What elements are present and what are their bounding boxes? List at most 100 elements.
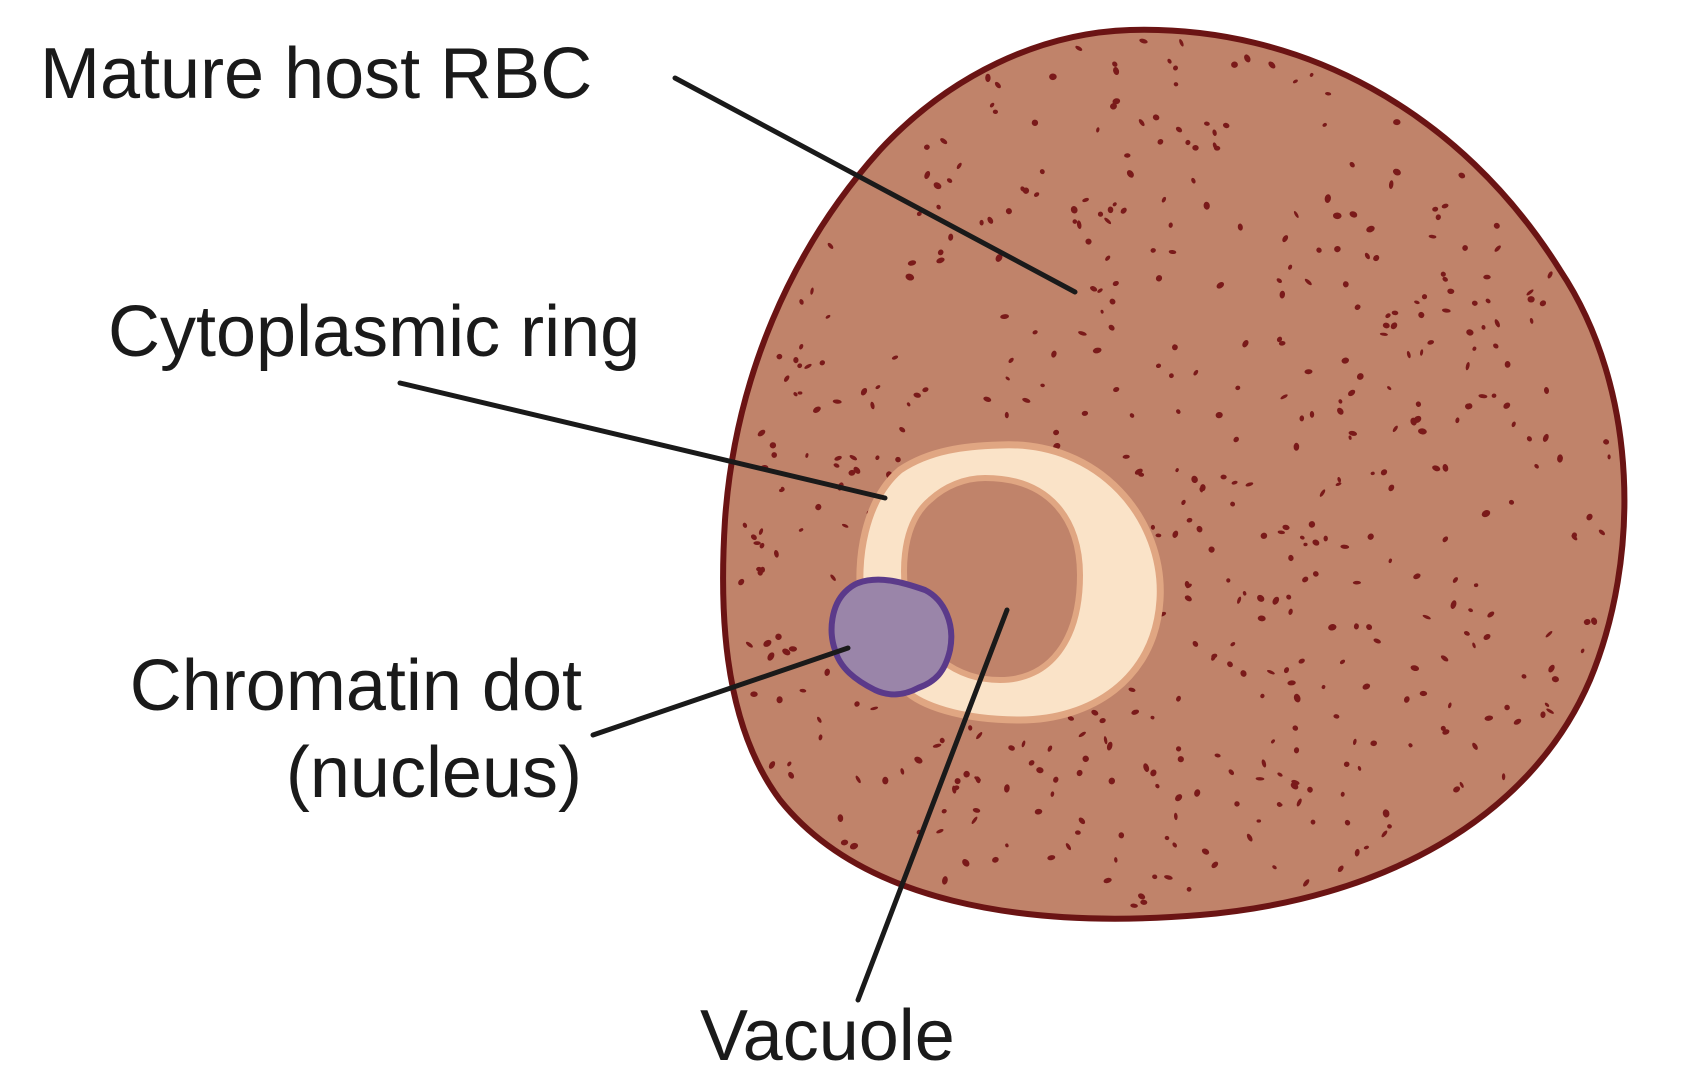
stipple-dot (932, 743, 942, 748)
stipple-dot (1466, 329, 1474, 336)
stipple-dot (1299, 415, 1305, 422)
stipple-dot (1303, 542, 1308, 547)
stipple-dot (1485, 298, 1491, 304)
stipple-dot (1440, 655, 1449, 662)
stipple-dot (819, 360, 826, 366)
stipple-dot (1085, 238, 1092, 245)
stipple-dot (992, 109, 998, 115)
stipple-dot (1382, 809, 1390, 818)
stipple-dot (1413, 573, 1421, 580)
stipple-dot (1108, 324, 1115, 331)
stipple-dot (1212, 129, 1217, 136)
stipple-dot (1598, 529, 1606, 536)
stipple-dot (1184, 581, 1190, 588)
stipple-dot (1177, 756, 1184, 763)
stipple-dot (757, 569, 763, 576)
stipple-dot (1494, 319, 1500, 328)
stipple-dot (1103, 736, 1108, 745)
stipple-dot (1341, 357, 1350, 364)
stipple-dot (1363, 845, 1370, 850)
stipple-dot (1050, 791, 1055, 797)
stipple-dot (1278, 340, 1286, 346)
stipple-dot (1112, 61, 1118, 67)
stipple-dot (1138, 119, 1145, 127)
stipple-dot (1493, 343, 1499, 349)
stipple-dot (1040, 383, 1045, 388)
stipple-dot (1580, 648, 1585, 654)
stipple-dot (1267, 669, 1275, 675)
stipple-dot (906, 402, 911, 407)
stipple-dot (797, 391, 803, 395)
stipple-dot (1193, 369, 1199, 376)
stipple-dot (1367, 533, 1374, 540)
stipple-dot (1261, 759, 1267, 768)
stipple-dot (962, 858, 970, 867)
stipple-dot (1176, 695, 1181, 702)
stipple-dot (1075, 830, 1081, 835)
stipple-dot (1276, 278, 1282, 284)
stipple-dot (767, 652, 775, 661)
stipple-dot (1340, 791, 1345, 797)
stipple-dot (1047, 855, 1056, 861)
stipple-dot (1113, 386, 1120, 393)
stipple-dot (1222, 122, 1230, 129)
stipple-dot (1312, 571, 1319, 577)
stipple-dot (1105, 255, 1111, 261)
stipple-dot (1033, 192, 1040, 198)
stipple-dot (768, 761, 776, 769)
stipple-dot (1410, 417, 1417, 426)
stipple-dot (1091, 709, 1099, 716)
stipple-dot (1191, 475, 1198, 484)
stipple-dot (1534, 464, 1539, 469)
stipple-dot (1370, 471, 1375, 476)
stipple-dot (1053, 776, 1059, 783)
stipple-dot (1455, 417, 1460, 424)
stipple-dot (1288, 608, 1293, 615)
stipple-dot (849, 842, 859, 850)
stipple-dot (1539, 300, 1547, 307)
stipple-dot (1150, 715, 1155, 720)
stipple-dot (799, 688, 807, 693)
stipple-dot (907, 260, 917, 266)
stipple-dot (849, 455, 858, 461)
stipple-dot (875, 385, 881, 390)
stipple-dot (1546, 708, 1554, 714)
stipple-dot (1214, 753, 1221, 758)
stipple-dot (1478, 394, 1488, 399)
stipple-dot (1173, 82, 1179, 87)
stipple-dot (1185, 139, 1191, 146)
stipple-dot (1466, 403, 1473, 409)
stipple-dot (1471, 300, 1478, 306)
stipple-dot (1380, 469, 1388, 476)
stipple-dot (1545, 631, 1553, 638)
label-cytoplasmic-ring: Cytoplasmic ring (108, 292, 641, 372)
stipple-dot (1152, 114, 1160, 121)
stipple-dot (1260, 532, 1268, 539)
stipple-dot (1031, 119, 1039, 127)
stipple-dot (1216, 282, 1225, 289)
stipple-dot (1540, 711, 1546, 718)
stipple-dot (1357, 765, 1362, 771)
stipple-dot (1129, 413, 1135, 418)
stipple-dot (1081, 410, 1089, 416)
stipple-dot (1053, 429, 1060, 436)
stipple-dot (1352, 580, 1361, 585)
stipple-dot (968, 725, 973, 731)
stipple-dot (1392, 168, 1401, 176)
stipple-dot (1483, 274, 1491, 280)
stipple-dot (1410, 665, 1420, 671)
stipple-dot (1462, 245, 1468, 251)
stipple-dot (1381, 830, 1388, 838)
stipple-dot (1339, 659, 1346, 665)
stipple-dot (1272, 596, 1280, 605)
stipple-dot (1233, 436, 1239, 443)
stipple-dot (1288, 554, 1294, 562)
stipple-dot (1353, 623, 1359, 630)
stipple-dot (1557, 454, 1563, 463)
stipple-dot (1603, 439, 1610, 445)
stipple-dot (1152, 874, 1158, 880)
stipple-dot (1277, 772, 1283, 777)
stipple-dot (1130, 903, 1138, 908)
stipple-dot (1118, 832, 1125, 839)
stipple-dot (832, 399, 842, 404)
